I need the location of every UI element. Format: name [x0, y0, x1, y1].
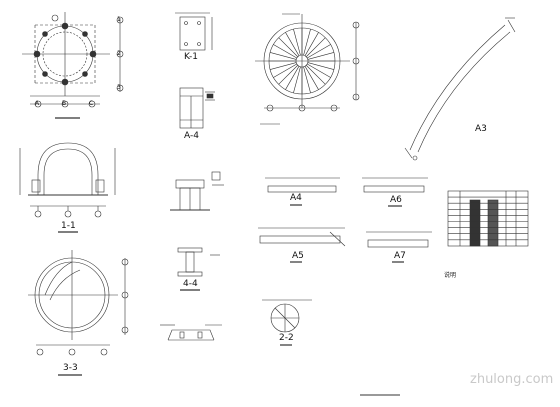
roof-spoke: [278, 37, 298, 57]
detail-a4-top-title: A-4: [184, 131, 199, 141]
section-2-2: [262, 299, 312, 346]
roof-spoke: [306, 37, 326, 57]
roof-spoke: [293, 66, 301, 93]
roof-spoke: [273, 44, 297, 59]
curved-rib-a3: [404, 17, 516, 161]
axis-label-2: 2: [117, 50, 121, 57]
material-table: [447, 190, 529, 247]
section-1-1: [19, 142, 116, 233]
detail-k1: [175, 12, 213, 51]
column-plan-view: [22, 12, 124, 119]
beam-a7-title: A7: [394, 251, 406, 261]
axis-label-b: B: [62, 100, 67, 107]
beam-a5: [258, 227, 346, 263]
notes-title: 说明: [444, 272, 457, 279]
detail-plate: [170, 171, 224, 211]
beam-a4-title: A4: [290, 193, 302, 203]
roof-spoke: [273, 63, 297, 78]
beam-a7: [366, 231, 432, 263]
roof-spoke: [307, 63, 331, 78]
roof-spoke: [270, 52, 297, 60]
axis-label-c: C: [89, 100, 94, 107]
roof-spoke: [285, 32, 300, 56]
roof-spoke: [306, 65, 326, 85]
section-3-3: [28, 250, 129, 376]
beam-a6-title: A6: [390, 195, 402, 205]
detail-a4-top: [179, 87, 215, 129]
general-notes: 说明: [444, 270, 549, 282]
roof-spoke: [307, 44, 331, 59]
roof-spoke: [303, 66, 311, 93]
section-4-4: [177, 247, 220, 291]
roof-spoke: [303, 29, 311, 56]
roof-spoke: [278, 65, 298, 85]
roof-spoke: [293, 29, 301, 56]
roof-spoke: [285, 66, 300, 90]
watermark-logo: zhulong.com: [470, 372, 554, 387]
roof-spoke: [307, 52, 334, 60]
roof-spoke: [307, 62, 334, 70]
roof-spoke: [304, 32, 319, 56]
section-2-2-title: 2-2: [279, 333, 294, 343]
beam-a4: [265, 177, 340, 206]
roof-spoke: [304, 66, 319, 90]
axis-label-3: 3: [117, 84, 121, 91]
section-1-1-title: 1-1: [61, 221, 76, 231]
curved-rib-a3-title: A3: [475, 124, 487, 134]
beam-a5-title: A5: [292, 251, 304, 261]
roof-plan-view: [255, 13, 360, 125]
axis-label-1: 1: [117, 16, 121, 23]
section-3-3-title: 3-3: [63, 363, 78, 373]
detail-base: [160, 324, 222, 341]
roof-spoke: [270, 62, 297, 70]
axis-label-a: A: [35, 100, 40, 107]
beam-a6: [362, 177, 428, 207]
detail-k1-title: K-1: [184, 52, 198, 62]
section-4-4-title: 4-4: [183, 279, 198, 289]
